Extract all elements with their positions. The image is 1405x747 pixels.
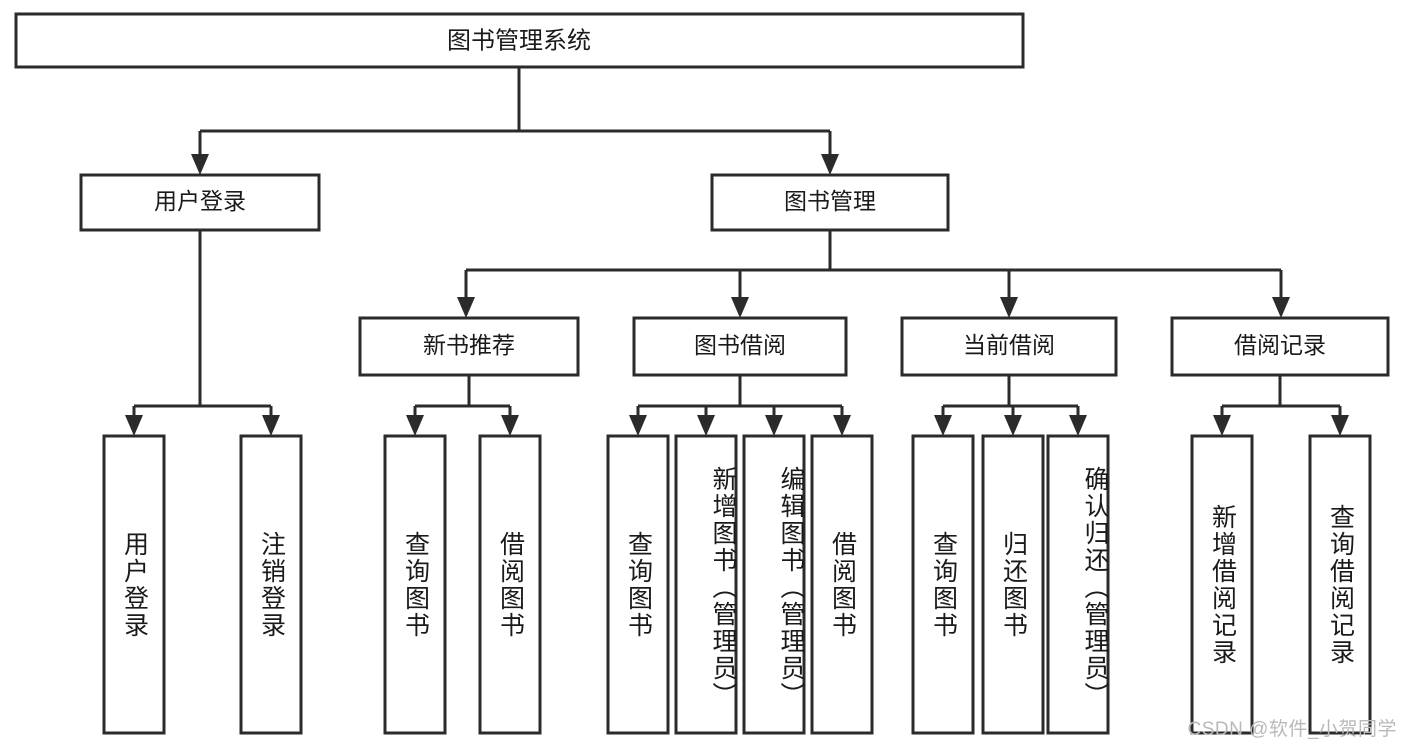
arrow-to-leaf-return-book: [1004, 415, 1022, 436]
arrow-to-leaf-user-login: [125, 415, 143, 436]
arrow-to-leaf-query-book-3: [934, 415, 952, 436]
node-book-manage-label: 图书管理: [784, 188, 876, 214]
node-user-login[interactable]: 用户登录: [79, 173, 321, 232]
leaf-box-query-book-2[interactable]: [606, 434, 670, 735]
node-new-book-rec[interactable]: 新书推荐: [358, 316, 580, 377]
leaf-box-query-record[interactable]: [1308, 434, 1372, 735]
connector-current-borrow-bus: [934, 375, 1087, 436]
node-book-borrow[interactable]: 图书借阅: [632, 316, 848, 377]
node-user-login-label: 用户登录: [154, 188, 246, 214]
arrow-to-leaf-borrow-book-2: [833, 415, 851, 436]
connector-root-bus: [191, 67, 839, 175]
node-new-book-rec-box[interactable]: [358, 316, 580, 377]
node-new-book-rec-label: 新书推荐: [423, 332, 515, 358]
arrow-to-current-borrow: [1000, 297, 1018, 318]
node-borrow-record-box[interactable]: [1170, 316, 1390, 377]
csdn-watermark: CSDN @软件_小贺同学: [1187, 719, 1397, 740]
connector-borrow-record-bus: [1213, 375, 1349, 436]
arrow-to-leaf-query-book-1: [406, 415, 424, 436]
leaf-box-confirm-return[interactable]: [1046, 434, 1110, 735]
arrow-to-leaf-query-record: [1331, 415, 1349, 436]
arrow-to-book-manage: [821, 154, 839, 175]
connector-new-book-rec-bus: [406, 375, 519, 436]
connector-book-manage-bus: [457, 230, 1290, 318]
arrow-to-new-book-rec: [457, 297, 475, 318]
node-current-borrow-box[interactable]: [900, 316, 1118, 377]
leaf-box-edit-book[interactable]: [742, 434, 806, 735]
connector-book-borrow-bus: [629, 375, 851, 436]
node-root-box[interactable]: [14, 12, 1025, 69]
leaf-box-query-book-1[interactable]: [383, 434, 447, 735]
leaf-box-user-login[interactable]: [102, 434, 166, 735]
arrow-to-leaf-add-record: [1213, 415, 1231, 436]
arrow-to-leaf-logout: [262, 415, 280, 436]
leaf-box-borrow-book-2[interactable]: [810, 434, 874, 735]
node-current-borrow-label: 当前借阅: [963, 332, 1055, 358]
connector-user-login-bus: [125, 230, 280, 436]
arrow-to-borrow-record: [1272, 297, 1290, 318]
leaf-box-logout[interactable]: [239, 434, 303, 735]
node-root[interactable]: 图书管理系统: [14, 12, 1025, 69]
node-book-borrow-label: 图书借阅: [694, 332, 786, 358]
leaf-box-borrow-book-1[interactable]: [478, 434, 542, 735]
node-book-manage-box[interactable]: [710, 173, 950, 232]
leaf-box-add-record[interactable]: [1190, 434, 1254, 735]
arrow-to-leaf-borrow-book-1: [501, 415, 519, 436]
leaf-box-query-book-3[interactable]: [911, 434, 975, 735]
leaf-box-return-book[interactable]: [981, 434, 1045, 735]
leaf-box-add-book[interactable]: [674, 434, 738, 735]
node-book-borrow-box[interactable]: [632, 316, 848, 377]
arrow-to-book-borrow: [731, 297, 749, 318]
arrow-to-leaf-confirm-return: [1069, 415, 1087, 436]
node-borrow-record[interactable]: 借阅记录: [1170, 316, 1390, 377]
node-root-label: 图书管理系统: [447, 27, 591, 54]
arrow-to-leaf-add-book: [697, 415, 715, 436]
node-book-manage[interactable]: 图书管理: [710, 173, 950, 232]
node-borrow-record-label: 借阅记录: [1234, 332, 1326, 358]
arrow-to-leaf-query-book-2: [629, 415, 647, 436]
arrow-to-leaf-edit-book: [765, 415, 783, 436]
arrow-to-user-login: [191, 154, 209, 175]
node-current-borrow[interactable]: 当前借阅: [900, 316, 1118, 377]
